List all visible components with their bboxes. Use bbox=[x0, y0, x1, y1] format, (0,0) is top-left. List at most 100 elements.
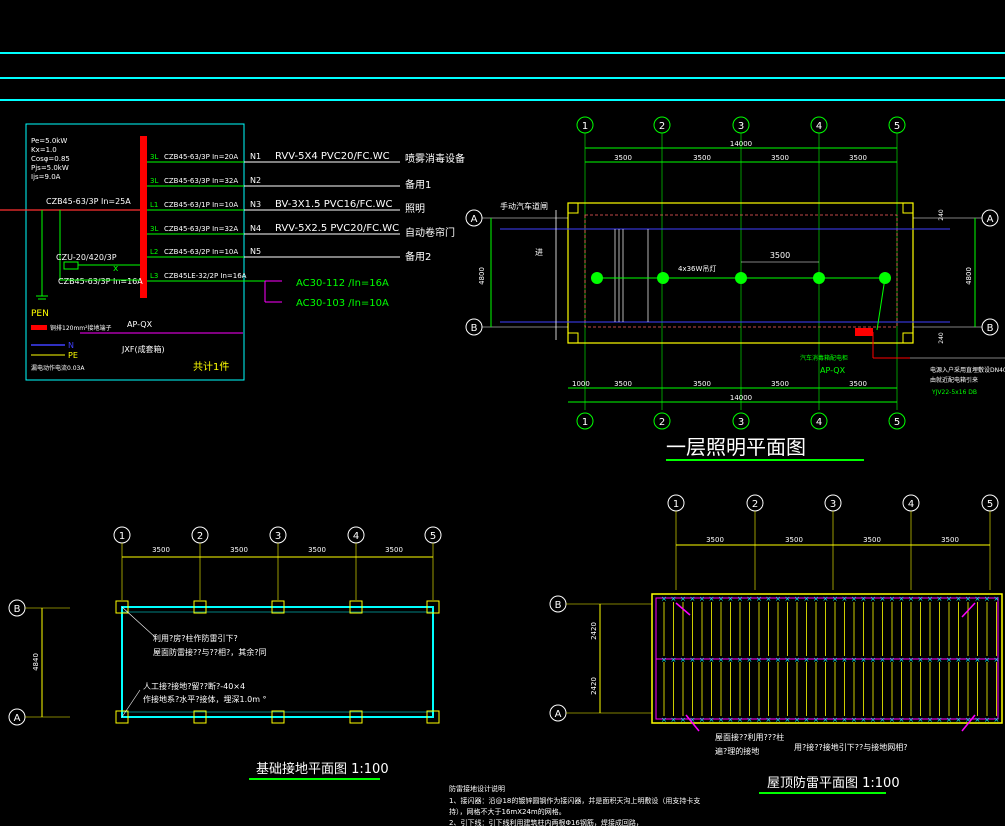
cross-mark: × bbox=[804, 595, 810, 603]
lp-ap-box bbox=[855, 328, 873, 336]
lp-fixture-label: 4x36W吊灯 bbox=[678, 264, 716, 273]
cross-mark: × bbox=[766, 595, 772, 603]
cross-mark: × bbox=[747, 595, 753, 603]
svg-text:3L: 3L bbox=[150, 225, 158, 233]
cross-mark: × bbox=[823, 595, 829, 603]
svg-text:A: A bbox=[14, 713, 21, 724]
lp-gate-label: 手动汽车道闸 bbox=[500, 201, 548, 211]
svg-text:RVV-5X2.5 PVC20/FC.WC: RVV-5X2.5 PVC20/FC.WC bbox=[275, 223, 399, 234]
cross-mark: × bbox=[680, 656, 686, 664]
svg-text:CZB45-63/2P In=10A: CZB45-63/2P In=10A bbox=[164, 248, 238, 256]
cross-mark: × bbox=[927, 656, 933, 664]
lp-ap-label: AP-QX bbox=[820, 366, 846, 375]
cross-mark: × bbox=[690, 716, 696, 724]
lp-incoming: 电源入户采用直埋敷设DN40 PVC管 bbox=[930, 366, 1005, 374]
cross-mark: × bbox=[747, 656, 753, 664]
cross-mark: × bbox=[680, 595, 686, 603]
cross-mark: × bbox=[709, 656, 715, 664]
cross-mark: × bbox=[661, 595, 667, 603]
cross-mark: × bbox=[851, 656, 857, 664]
circuit-row-3: 3L CZB45-63/3P In=32A N4 RVV-5X2.5 PVC20… bbox=[147, 223, 455, 239]
breaker2-label: CZB45-63/3P In=16A bbox=[58, 277, 143, 286]
rp-note1: 屋面接??利用???柱 bbox=[715, 732, 784, 742]
svg-text:A: A bbox=[987, 214, 994, 225]
svg-text:2420: 2420 bbox=[590, 677, 598, 695]
cross-mark: × bbox=[709, 595, 715, 603]
cross-mark: × bbox=[851, 595, 857, 603]
cross-mark: × bbox=[870, 716, 876, 724]
svg-text:CZB45-63/3P In=20A: CZB45-63/3P In=20A bbox=[164, 153, 238, 161]
cross-mark: × bbox=[994, 716, 1000, 724]
svg-text:备用1: 备用1 bbox=[405, 178, 431, 191]
circuit-row-0: 3L CZB45-63/3P In=20A N1 RVV-5X4 PVC20/F… bbox=[147, 151, 465, 165]
svg-text:5: 5 bbox=[894, 417, 900, 428]
cross-mark: × bbox=[946, 716, 952, 724]
svg-text:CZB45-63/3P In=32A: CZB45-63/3P In=32A bbox=[164, 225, 238, 233]
cross-mark: × bbox=[994, 656, 1000, 664]
box-sub: JXF(成套箱) bbox=[121, 344, 165, 354]
cross-mark: × bbox=[671, 595, 677, 603]
cross-mark: × bbox=[842, 716, 848, 724]
svg-text:B: B bbox=[14, 604, 21, 615]
cross-mark: × bbox=[908, 716, 914, 724]
svg-text:4800: 4800 bbox=[478, 267, 486, 285]
cross-mark: × bbox=[766, 656, 772, 664]
svg-text:RVV-5X4 PVC20/FC.WC: RVV-5X4 PVC20/FC.WC bbox=[275, 151, 390, 162]
svg-text:5: 5 bbox=[430, 531, 436, 542]
svg-text:N5: N5 bbox=[250, 247, 261, 256]
svg-text:1000: 1000 bbox=[572, 380, 590, 388]
svg-text:N2: N2 bbox=[250, 176, 261, 185]
svg-text:B: B bbox=[987, 323, 994, 334]
cross-mark: × bbox=[671, 656, 677, 664]
cross-mark: × bbox=[899, 595, 905, 603]
cross-mark: × bbox=[965, 656, 971, 664]
cross-mark: × bbox=[718, 595, 724, 603]
cross-mark: × bbox=[832, 595, 838, 603]
cross-mark: × bbox=[851, 716, 857, 724]
svg-text:3500: 3500 bbox=[941, 536, 959, 544]
ac-unit-1: AC30-103 /In=10A bbox=[296, 298, 389, 309]
svg-text:3: 3 bbox=[738, 121, 744, 132]
svg-text:喷雾消毒设备: 喷雾消毒设备 bbox=[405, 152, 465, 165]
cross-mark: × bbox=[975, 595, 981, 603]
cross-mark: × bbox=[756, 716, 762, 724]
svg-text:CZB45LE-32/2P In=16A: CZB45LE-32/2P In=16A bbox=[164, 272, 247, 280]
design-notes: 防雷接地设计说明 1、接闪器：沿@18的镀锌圆钢作为接闪器，并是面积天沟上明敷设… bbox=[449, 784, 700, 826]
svg-text:2: 2 bbox=[752, 499, 758, 510]
cross-mark: × bbox=[908, 595, 914, 603]
cross-mark: × bbox=[680, 716, 686, 724]
cross-mark: × bbox=[794, 595, 800, 603]
cross-mark: × bbox=[775, 656, 781, 664]
svg-text:3500: 3500 bbox=[693, 380, 711, 388]
svg-text:4: 4 bbox=[816, 417, 822, 428]
svg-text:2: 2 bbox=[659, 417, 665, 428]
cross-mark: × bbox=[918, 656, 924, 664]
cross-mark: × bbox=[908, 656, 914, 664]
cross-mark: × bbox=[984, 595, 990, 603]
lp-entry-label: 进 bbox=[535, 248, 543, 257]
cross-mark: × bbox=[861, 656, 867, 664]
svg-text:4800: 4800 bbox=[965, 267, 973, 285]
svg-text:备用2: 备用2 bbox=[405, 250, 431, 263]
cross-mark: × bbox=[832, 656, 838, 664]
svg-text:照明: 照明 bbox=[405, 203, 425, 215]
param-1: Kx=1.0 bbox=[31, 146, 57, 154]
gp-title: 基础接地平面图 1:100 bbox=[256, 761, 389, 777]
cross-mark: × bbox=[984, 656, 990, 664]
cross-mark: × bbox=[927, 716, 933, 724]
cross-mark: × bbox=[880, 595, 886, 603]
svg-text:L2: L2 bbox=[150, 248, 158, 256]
cross-mark: × bbox=[794, 656, 800, 664]
cross-mark: × bbox=[899, 656, 905, 664]
cross-mark: × bbox=[728, 595, 734, 603]
svg-text:3500: 3500 bbox=[785, 536, 803, 544]
svg-text:3: 3 bbox=[830, 499, 836, 510]
param-0: Pe=5.0kW bbox=[31, 137, 67, 145]
svg-text:CZB45-63/3P In=32A: CZB45-63/3P In=32A bbox=[164, 177, 238, 185]
cross-mark: × bbox=[946, 656, 952, 664]
svg-text:3500: 3500 bbox=[863, 536, 881, 544]
param-2: Cosφ=0.85 bbox=[31, 155, 70, 163]
roof-hatch: ××××××××××××××××××××××××××××××××××××××××… bbox=[661, 595, 999, 724]
svg-text:L3: L3 bbox=[150, 272, 158, 280]
svg-text:B: B bbox=[555, 600, 562, 611]
